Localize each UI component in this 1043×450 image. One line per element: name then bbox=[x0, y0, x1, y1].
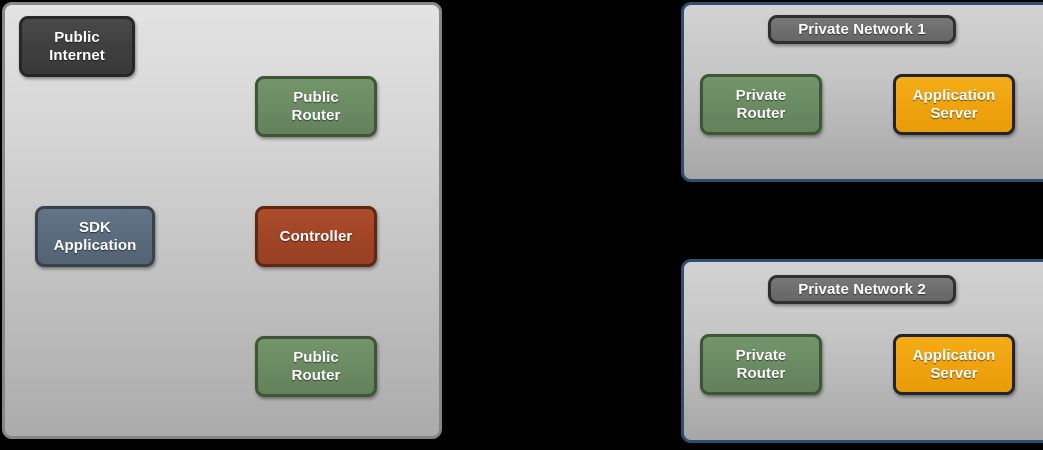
node-sdk-application-line2: Application bbox=[53, 236, 137, 254]
node-sdk-application[interactable]: SDK Application bbox=[35, 206, 155, 267]
node-private-router-2[interactable]: Private Router bbox=[700, 334, 822, 395]
node-controller-line1: Controller bbox=[279, 227, 353, 245]
node-application-server-2-text: Application Server bbox=[909, 347, 1000, 382]
node-public-router-bottom[interactable]: Public Router bbox=[255, 336, 377, 397]
private-network-2-panel: Private Network 2 Private Router Applica… bbox=[681, 259, 1043, 443]
public-cloud-panel: Public Internet Public Router SDK Applic… bbox=[2, 2, 442, 439]
node-private-router-2-text: Private Router bbox=[732, 347, 791, 382]
node-public-router-top[interactable]: Public Router bbox=[255, 76, 377, 137]
private-network-1-title: Private Network 1 bbox=[768, 15, 956, 44]
private-network-2-title-text: Private Network 2 bbox=[798, 280, 926, 298]
node-public-internet-line1: Public bbox=[54, 28, 100, 46]
node-application-server-2-line1: Application bbox=[912, 346, 996, 364]
node-application-server-1-line1: Application bbox=[912, 86, 996, 104]
node-controller-text: Controller bbox=[276, 228, 357, 246]
node-public-internet-line2: Internet bbox=[49, 46, 105, 64]
private-network-1-title-text: Private Network 1 bbox=[798, 20, 926, 38]
node-sdk-application-line1: SDK bbox=[79, 218, 111, 236]
node-private-router-1-line2: Router bbox=[736, 104, 786, 122]
node-public-router-bottom-line2: Router bbox=[291, 366, 341, 384]
private-network-1-panel: Private Network 1 Private Router Applica… bbox=[681, 2, 1043, 182]
node-application-server-2[interactable]: Application Server bbox=[893, 334, 1015, 395]
node-application-server-1-line2: Server bbox=[930, 104, 978, 122]
node-controller[interactable]: Controller bbox=[255, 206, 377, 267]
node-public-router-top-line2: Router bbox=[291, 106, 341, 124]
node-private-router-1[interactable]: Private Router bbox=[700, 74, 822, 135]
private-network-2-title: Private Network 2 bbox=[768, 275, 956, 304]
node-public-router-bottom-line1: Public bbox=[293, 348, 339, 366]
node-public-internet[interactable]: Public Internet bbox=[19, 16, 135, 77]
node-private-router-1-text: Private Router bbox=[732, 87, 791, 122]
node-application-server-1-text: Application Server bbox=[909, 87, 1000, 122]
node-application-server-2-line2: Server bbox=[930, 364, 978, 382]
node-public-router-bottom-text: Public Router bbox=[288, 349, 345, 384]
node-private-router-2-line1: Private bbox=[735, 346, 787, 364]
node-sdk-application-text: SDK Application bbox=[50, 219, 141, 254]
node-public-router-top-text: Public Router bbox=[288, 89, 345, 124]
node-application-server-1[interactable]: Application Server bbox=[893, 74, 1015, 135]
node-private-router-2-line2: Router bbox=[736, 364, 786, 382]
node-public-internet-text: Public Internet bbox=[45, 29, 109, 64]
node-private-router-1-line1: Private bbox=[735, 86, 787, 104]
node-public-router-top-line1: Public bbox=[293, 88, 339, 106]
